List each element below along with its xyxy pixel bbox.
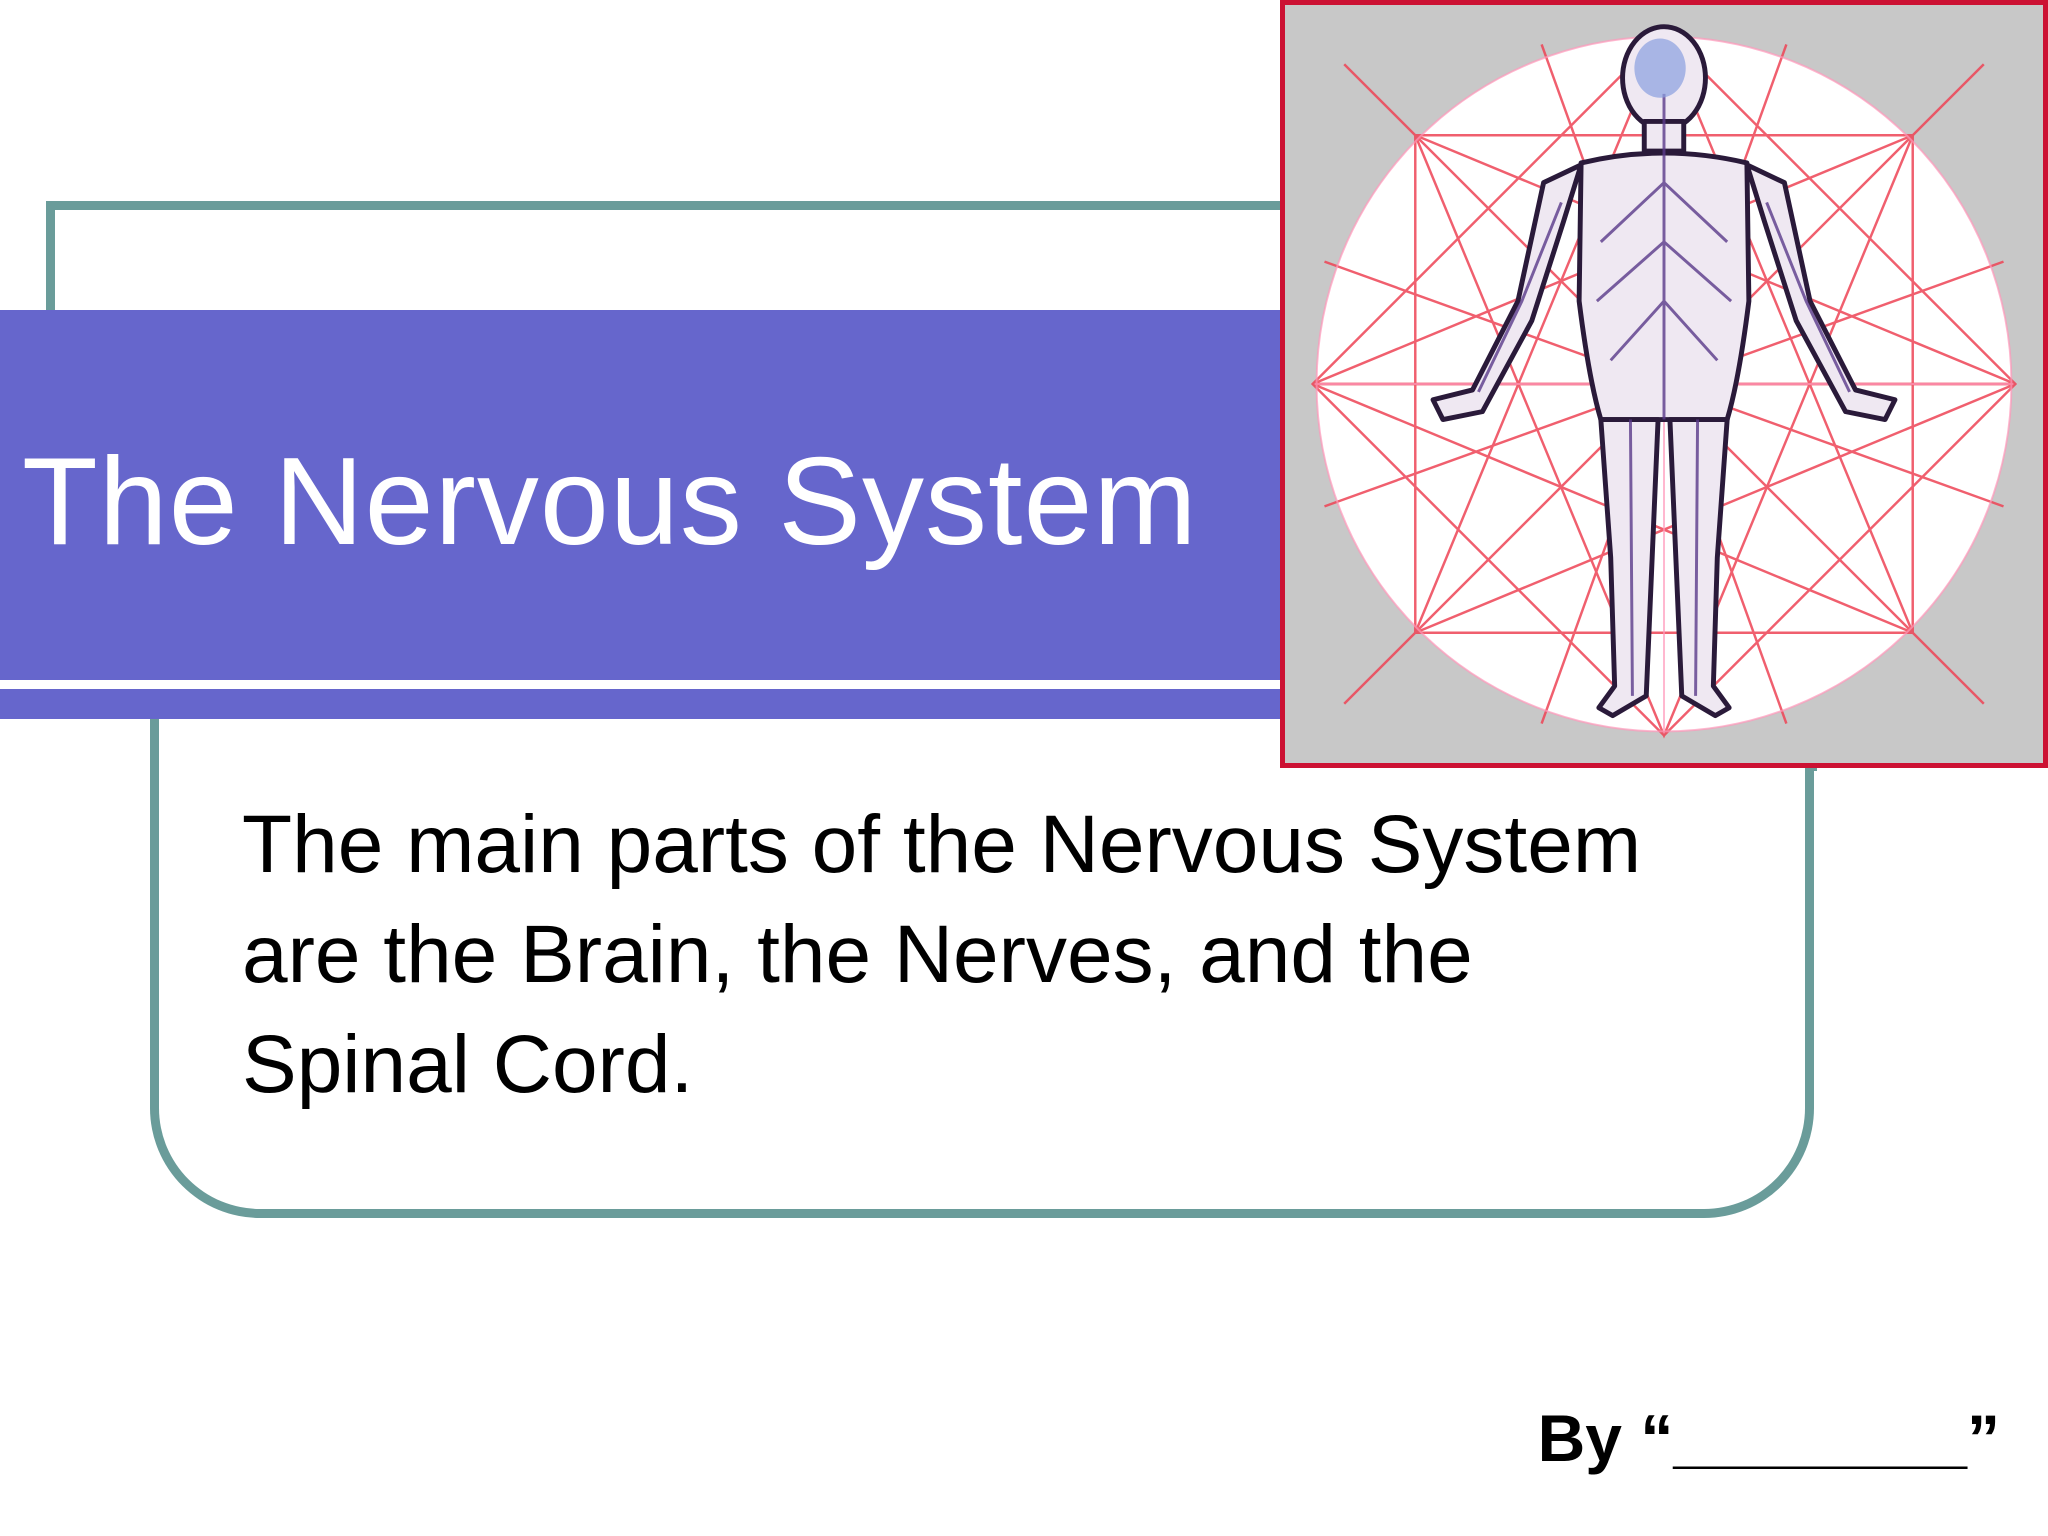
title-underband [0,689,1290,719]
title-band [0,310,1290,680]
byline: By “________” [1537,1401,2000,1475]
slide-body-text: The main parts of the Nervous System are… [242,799,1642,1110]
frame-top-line [46,201,1818,210]
title-stripe [0,680,1290,689]
frame-left-line [46,201,55,311]
slide-title: The Nervous System [22,433,1198,571]
nervous-system-figure [1280,0,2048,768]
human-nervous-system-figure-icon [1310,24,2018,739]
